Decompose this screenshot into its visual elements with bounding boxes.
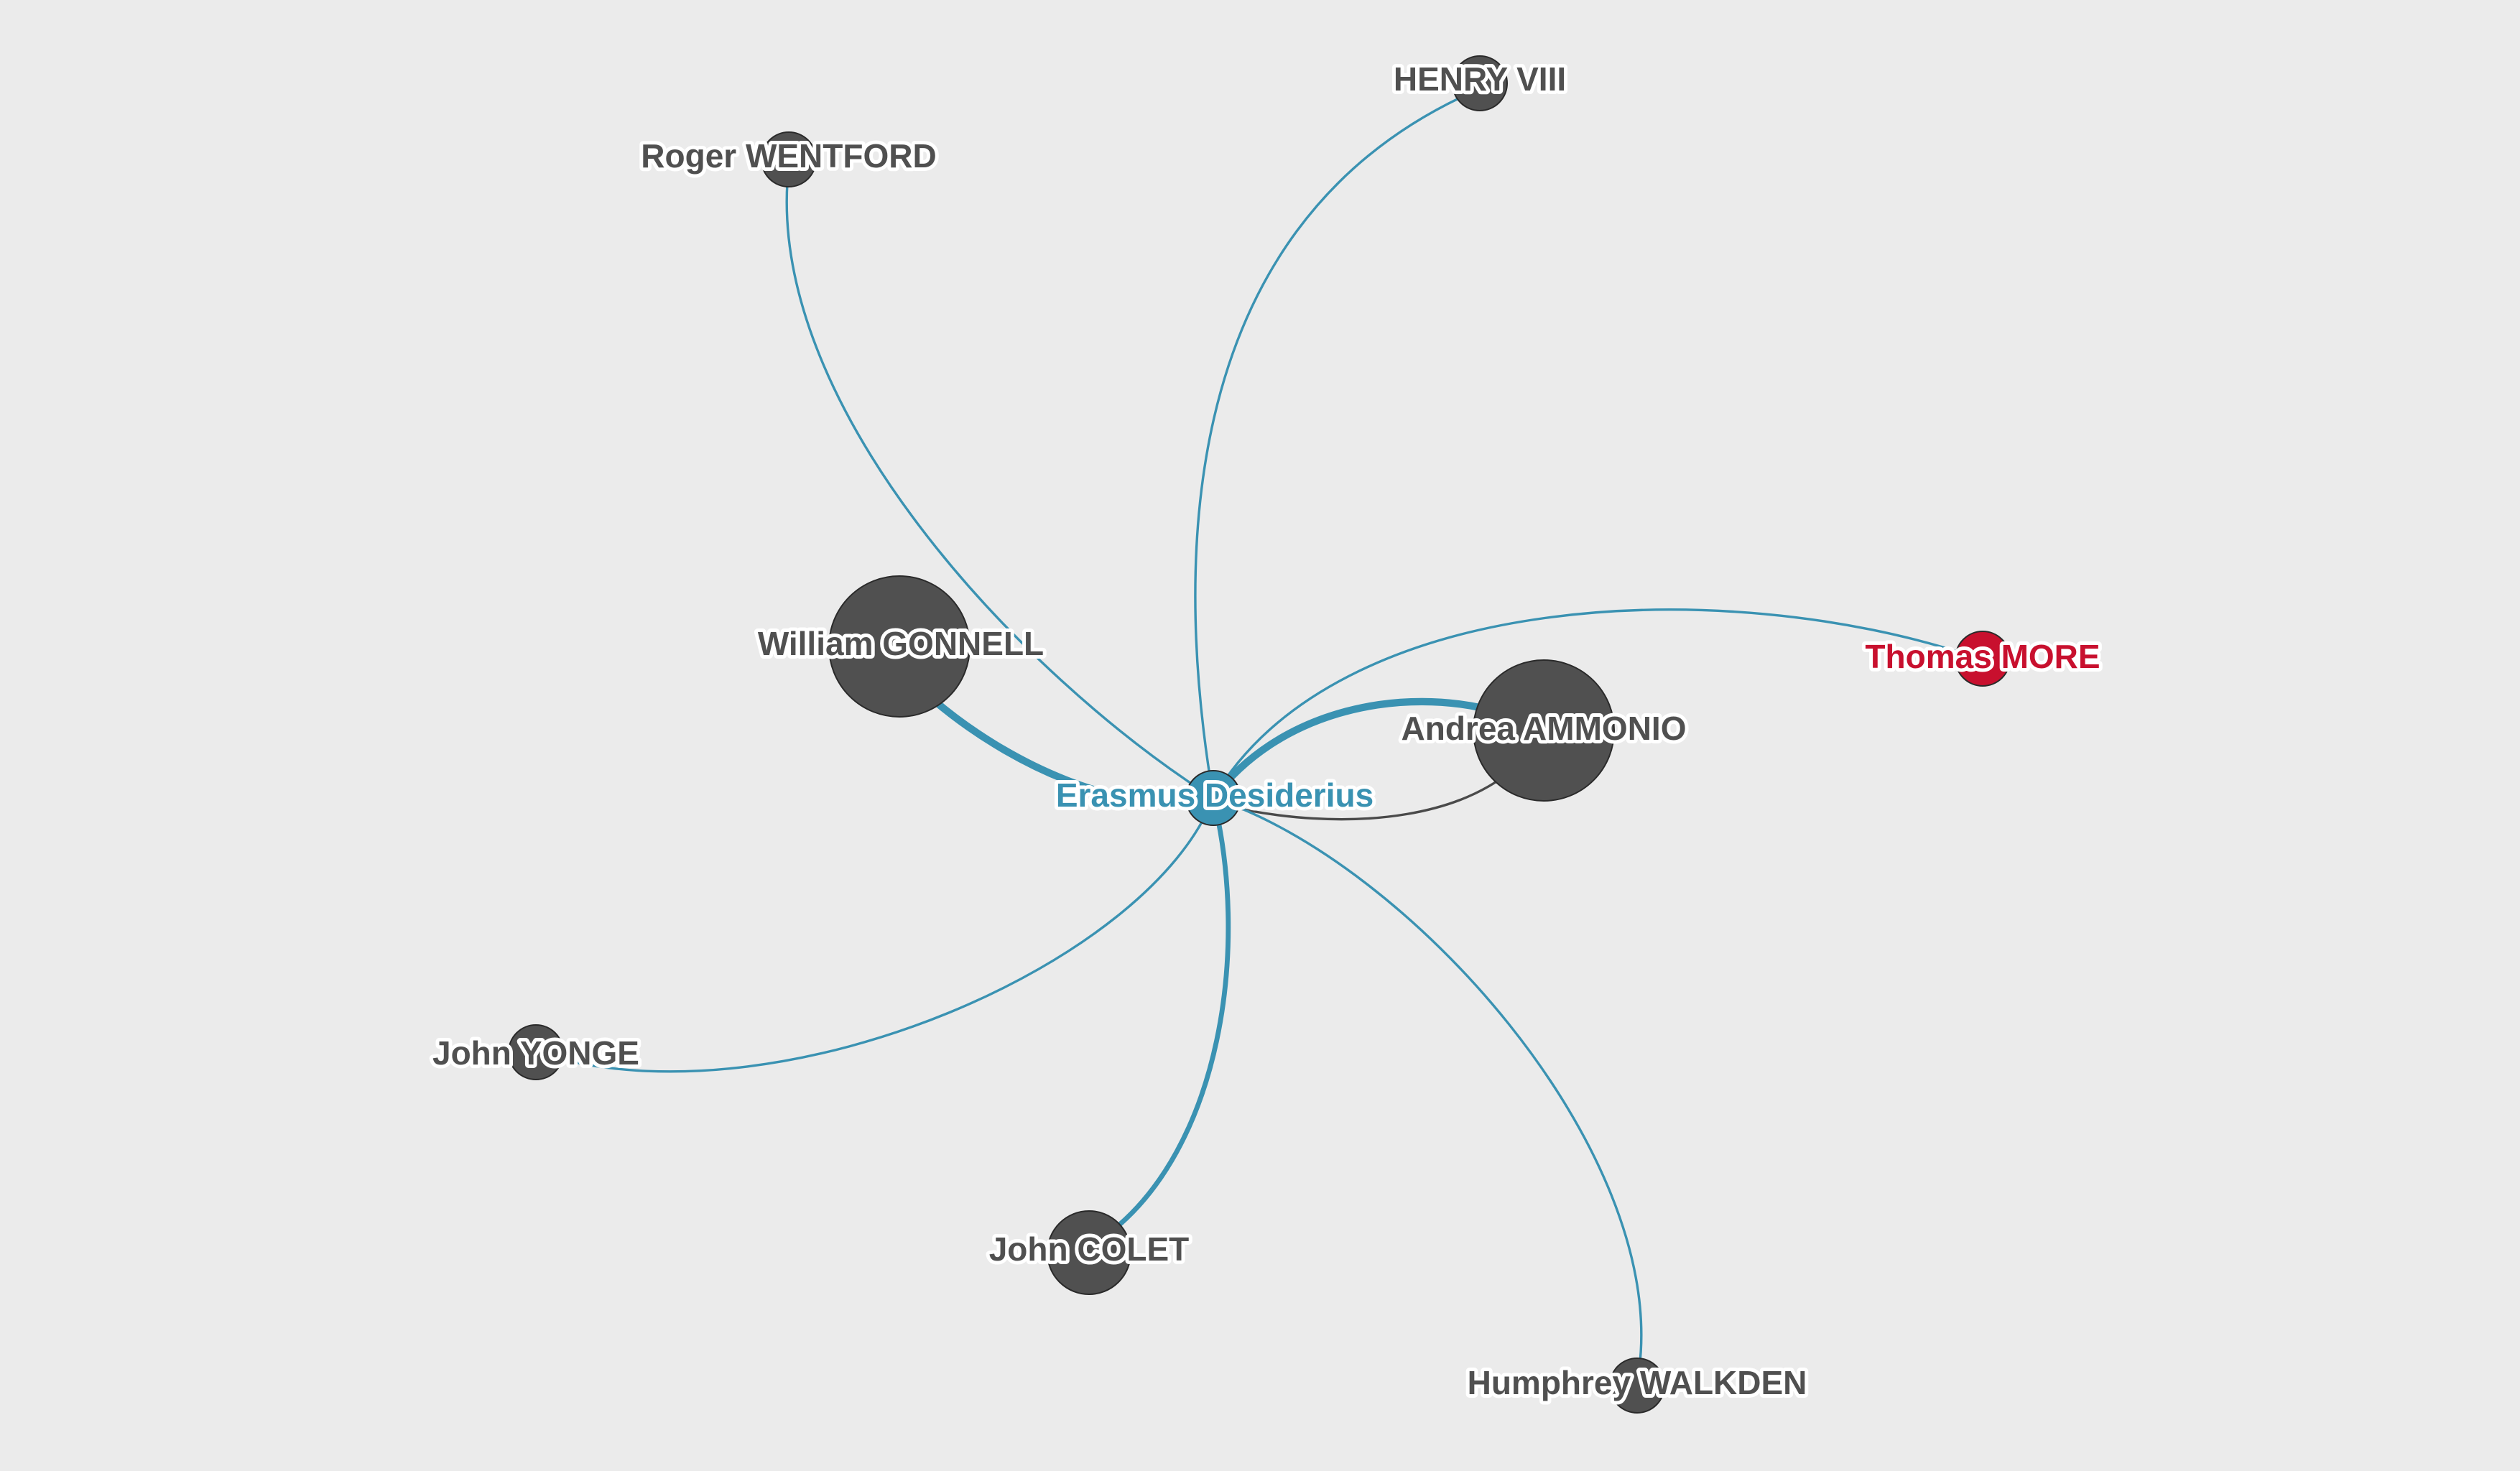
node-label-colet[interactable]: John COLET	[986, 1227, 1193, 1271]
node-wentford[interactable]	[761, 131, 817, 187]
node-erasmus[interactable]	[1185, 770, 1241, 826]
edge-erasmus-more[interactable]	[1212, 608, 1970, 799]
edge-erasmus-henry[interactable]	[1194, 91, 1474, 799]
edge-erasmus-yonge[interactable]	[552, 797, 1215, 1073]
node-label-gonnell[interactable]: William GONNELL	[754, 621, 1047, 666]
edge-erasmus-ammonio[interactable]	[1209, 697, 1484, 802]
node-more[interactable]	[1955, 631, 2011, 687]
node-henry[interactable]	[1452, 55, 1508, 111]
nodes-layer	[508, 55, 2011, 1414]
node-label-ammonio[interactable]: Andrea AMMONIO	[1398, 706, 1690, 751]
edge-erasmus-colet[interactable]	[1103, 795, 1231, 1238]
edges-layer	[552, 91, 1970, 1370]
node-label-wentford[interactable]: Roger WENTFORD	[637, 134, 940, 178]
node-label-yonge[interactable]: John YONGE	[429, 1031, 643, 1075]
node-gonnell[interactable]	[828, 575, 971, 718]
node-label-erasmus[interactable]: Erasmus Desiderius	[1052, 773, 1377, 817]
node-yonge[interactable]	[508, 1024, 564, 1080]
node-label-more[interactable]: Thomas MORE	[1861, 634, 2103, 679]
node-label-walkden[interactable]: Humphrey WALKDEN	[1464, 1360, 1811, 1405]
labels-layer: Erasmus Desiderius HENRY VIII Roger WENTFO…	[429, 57, 2104, 1405]
node-colet[interactable]	[1047, 1210, 1131, 1295]
edge-erasmus-wentford[interactable]	[785, 165, 1215, 799]
node-walkden[interactable]	[1609, 1358, 1665, 1414]
edge-erasmus-walkden[interactable]	[1212, 797, 1643, 1370]
node-label-henry[interactable]: HENRY VIII	[1390, 57, 1570, 101]
node-ammonio[interactable]	[1473, 659, 1615, 802]
edge-erasmus-gonnell[interactable]	[930, 696, 1218, 807]
